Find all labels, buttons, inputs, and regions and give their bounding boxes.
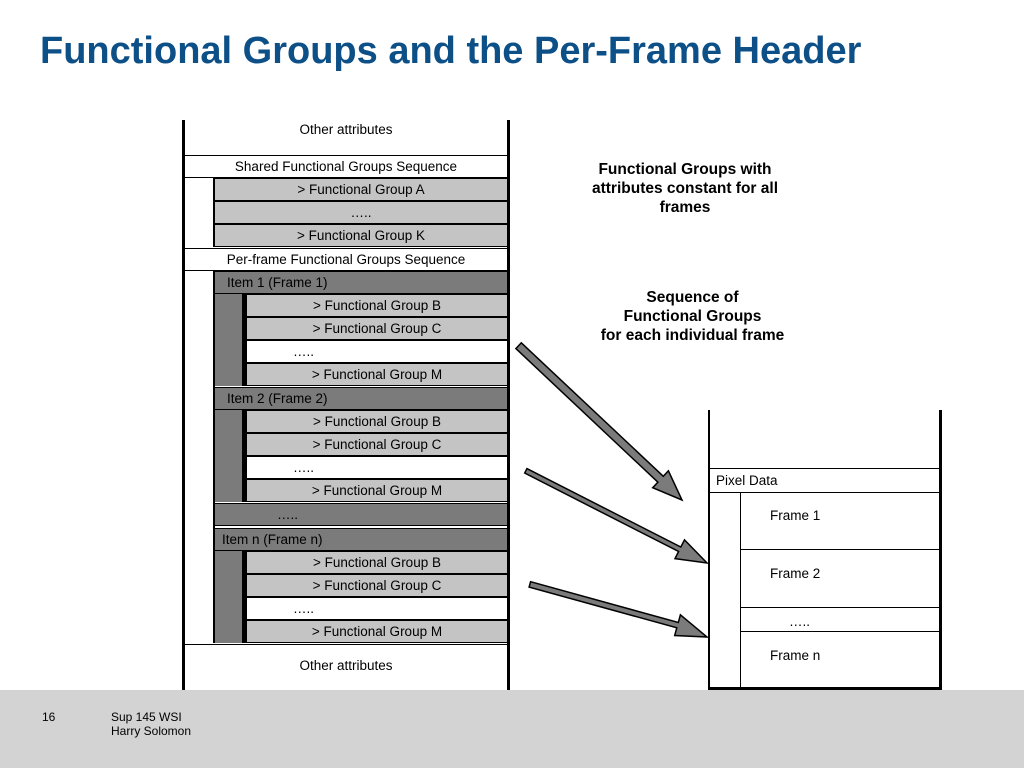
frame-divider xyxy=(741,607,939,608)
perframe-group-row: > Functional Group C xyxy=(247,317,507,340)
item-row: Item n (Frame n) xyxy=(215,528,507,551)
other-attributes-top: Other attributes xyxy=(299,122,393,137)
shared-sequence-row: Shared Functional Groups Sequence xyxy=(185,155,507,178)
item-side-bar xyxy=(215,410,242,502)
arrow-icon xyxy=(523,467,710,565)
footer-line-1: Sup 145 WSI xyxy=(111,710,182,724)
right-stack-right-border xyxy=(939,410,942,690)
other-attributes-bottom: Other attributes xyxy=(299,658,393,673)
slide-title: Functional Groups and the Per-Frame Head… xyxy=(40,30,862,72)
perframe-group-row: > Functional Group M xyxy=(247,479,507,502)
item-label: ….. xyxy=(277,507,299,522)
perframe-group-row: > Functional Group C xyxy=(247,433,507,456)
shared-callout-line: frames xyxy=(659,199,711,216)
perframe-group-row: > Functional Group M xyxy=(247,363,507,386)
perframe-group-row: > Functional Group M xyxy=(247,620,507,643)
shared-group-row: ….. xyxy=(215,201,507,224)
item-side-bar-edge xyxy=(242,294,247,386)
item-label: Item 1 (Frame 1) xyxy=(227,275,328,290)
frame-label: Frame 2 xyxy=(770,566,821,581)
pixel-data-top-line xyxy=(710,468,939,469)
item-side-bar-edge xyxy=(242,551,247,643)
left-stack-left-border xyxy=(182,120,185,690)
item-side-bar xyxy=(215,294,242,386)
footer-bar: 16 Sup 145 WSI Harry Solomon xyxy=(0,690,1024,768)
frame-divider xyxy=(741,631,939,632)
perframe-group-row: > Functional Group B xyxy=(247,294,507,317)
item-side-bar xyxy=(215,551,242,643)
other-attributes-divider xyxy=(185,644,507,645)
item-row: ….. xyxy=(215,503,507,526)
item-side-bar-edge xyxy=(242,410,247,502)
shared-indent-line xyxy=(213,178,215,247)
shared-callout-line: attributes constant for all xyxy=(591,180,779,197)
item-row: Item 1 (Frame 1) xyxy=(215,271,507,294)
right-stack-bottom-border xyxy=(708,687,942,690)
frame-label: Frame n xyxy=(770,648,821,663)
item-label: Item 2 (Frame 2) xyxy=(227,391,328,406)
item-row: Item 2 (Frame 2) xyxy=(215,387,507,410)
footer-line-2: Harry Solomon xyxy=(111,724,192,738)
perframe-callout-line: for each individual frame xyxy=(600,327,785,344)
frame-label: Frame 1 xyxy=(770,508,821,523)
page-number: 16 xyxy=(42,710,56,724)
perframe-group-row: ….. xyxy=(247,597,507,620)
arrow-icon xyxy=(514,341,684,502)
shared-callout: Functional Groups with attributes consta… xyxy=(535,160,835,217)
frame-divider xyxy=(741,549,939,550)
frame-indent-line xyxy=(740,493,741,687)
perframe-callout-line: Sequence of xyxy=(646,289,739,306)
perframe-callout-line: Functional Groups xyxy=(623,308,762,325)
frame-label: ….. xyxy=(789,614,811,629)
right-stack-left-border xyxy=(708,410,710,690)
shared-group-row: > Functional Group A xyxy=(215,178,507,201)
perframe-indent-line xyxy=(213,271,215,643)
shared-group-row: > Functional Group K xyxy=(215,224,507,247)
perframe-group-row: > Functional Group B xyxy=(247,551,507,574)
arrow-icon xyxy=(528,580,710,638)
perframe-group-row: ….. xyxy=(247,456,507,479)
perframe-group-row: > Functional Group B xyxy=(247,410,507,433)
item-label: Item n (Frame n) xyxy=(222,532,323,547)
pixel-data-label: Pixel Data xyxy=(716,473,778,488)
perframe-group-row: ….. xyxy=(247,340,507,363)
left-stack-right-border xyxy=(507,120,510,690)
perframe-group-row: > Functional Group C xyxy=(247,574,507,597)
perframe-sequence-row: Per-frame Functional Groups Sequence xyxy=(185,248,507,271)
shared-callout-line: Functional Groups with xyxy=(598,161,772,178)
perframe-callout: Sequence of Functional Groups for each i… xyxy=(540,288,845,345)
pixel-data-bottom-line xyxy=(710,492,939,493)
